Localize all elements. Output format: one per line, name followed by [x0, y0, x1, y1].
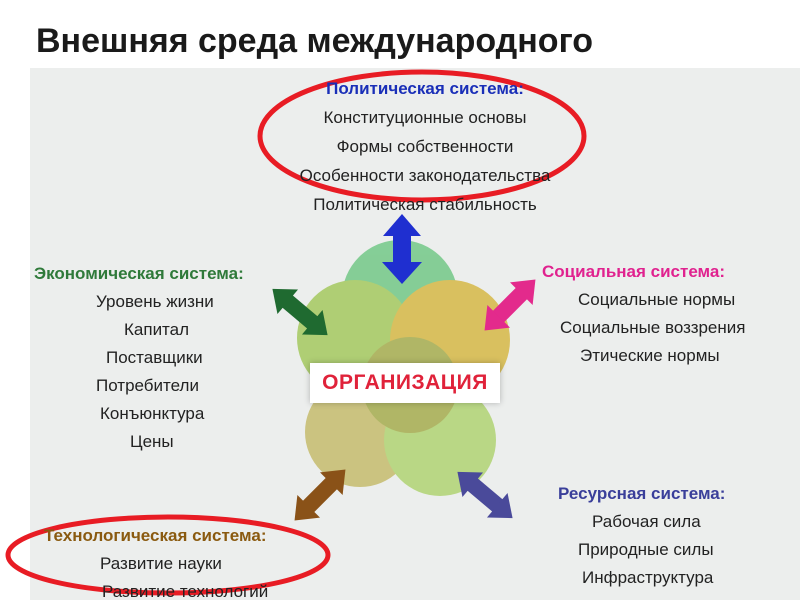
political-system-block: Политическая система: Конституционные ос…	[270, 74, 580, 219]
arrow-resource	[457, 471, 513, 519]
list-item: Поставщики	[106, 348, 203, 367]
list-item: Политическая стабильность	[313, 195, 537, 214]
economic-system-block: Экономическая система: Уровень жизни Кап…	[34, 260, 294, 456]
list-item: Формы собственности	[336, 137, 514, 156]
resource-system-block: Ресурсная система: Рабочая сила Природны…	[558, 480, 788, 592]
list-item: Социальные нормы	[578, 290, 736, 309]
list-item: Особенности законодательства	[299, 166, 551, 185]
social-system-block: Социальная система: Социальные нормы Соц…	[542, 258, 792, 370]
technological-heading: Технологическая система:	[44, 526, 267, 545]
social-heading: Социальная система:	[542, 262, 726, 281]
list-item: Капитал	[124, 320, 190, 339]
list-item: Потребители	[96, 376, 199, 395]
list-item: Этические нормы	[580, 346, 720, 365]
arrow-technological	[294, 469, 346, 521]
list-item: Природные силы	[578, 540, 714, 559]
list-item: Конституционные основы	[323, 108, 527, 127]
list-item: Рабочая сила	[592, 512, 701, 531]
resource-heading: Ресурсная система:	[558, 484, 726, 503]
list-item: Развитие технологий	[102, 582, 269, 601]
list-item: Конъюнктура	[100, 404, 205, 423]
highlight-political	[257, 69, 587, 203]
organization-label: ОРГАНИЗАЦИЯ	[310, 363, 500, 403]
highlight-technological	[5, 514, 331, 596]
arrow-social	[484, 279, 536, 331]
economic-heading: Экономическая система:	[34, 264, 244, 283]
arrow-economic	[272, 288, 328, 336]
list-item: Социальные воззрения	[560, 318, 746, 337]
technological-system-block: Технологическая система: Развитие науки …	[44, 522, 334, 606]
political-heading: Политическая система:	[326, 79, 524, 98]
arrow-political	[382, 214, 422, 284]
list-item: Уровень жизни	[96, 292, 214, 311]
list-item: Цены	[130, 432, 174, 451]
list-item: Инфраструктура	[582, 568, 714, 587]
list-item: Развитие науки	[100, 554, 222, 573]
